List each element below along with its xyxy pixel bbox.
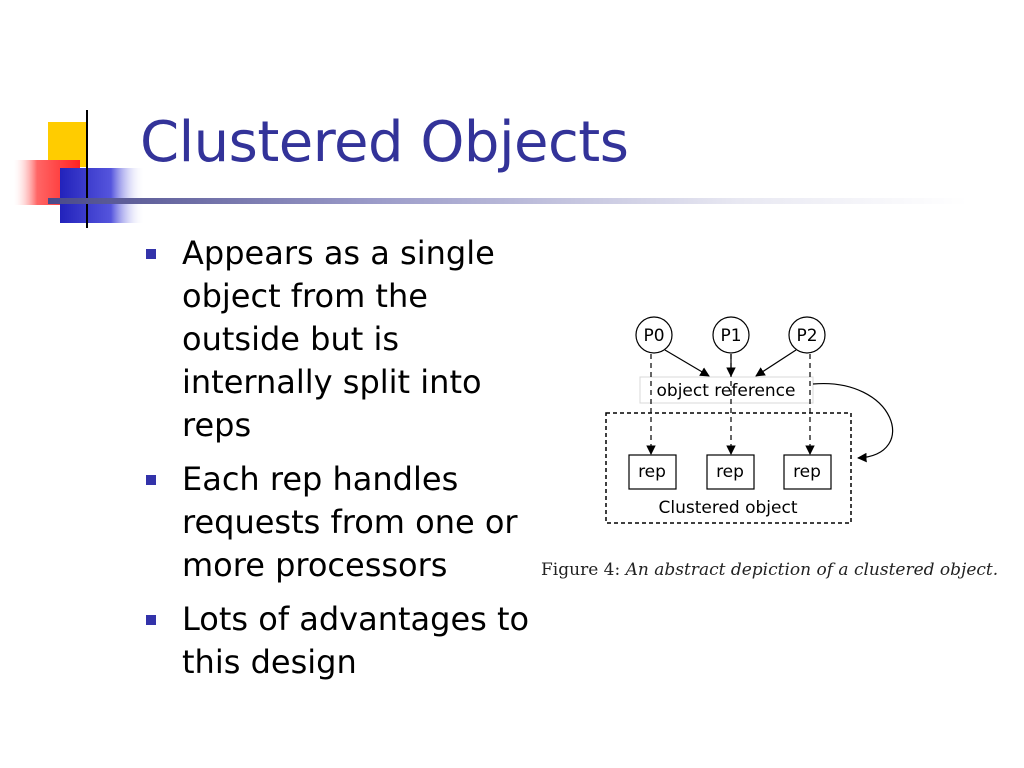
reference-curve-arrow [812,383,894,463]
rep-label: rep [793,462,821,482]
processor-node [788,316,826,354]
bullet-list: Appears as a single object from the outs… [140,232,535,695]
processor-arrow [664,349,710,377]
processor-node [635,316,673,354]
rep-label: rep [638,462,666,482]
slide-logo [14,110,150,228]
clustered-object-label: Clustered object [658,498,797,518]
bullet-text: Each rep handles requests from one or mo… [182,460,518,584]
clustered-object-box [605,412,852,524]
bullet-square-icon [146,615,156,625]
processor-label: P2 [796,326,817,346]
bullet-item: Appears as a single object from the outs… [140,232,535,447]
rep-label: rep [716,462,744,482]
logo-blue-square [60,168,145,223]
rep-box [783,454,832,490]
processor-label: P0 [643,326,664,346]
figure-caption-prefix: Figure 4: [541,560,621,580]
figure-caption: Figure 4: An abstract depiction of a clu… [541,560,998,580]
processor-arrow [755,349,797,377]
logo-yellow-square [48,122,86,167]
rep-box [628,454,677,490]
object-reference-label: object reference [657,381,796,401]
processor-node [712,316,750,354]
bullet-item: Lots of advantages to this design [140,598,535,684]
slide-title: Clustered Objects [140,110,629,175]
rep-box [706,454,755,490]
title-underline [48,198,968,204]
clustered-object-diagram: P0 P1 P2 object reference rep rep rep Cl… [605,316,894,524]
bullet-text: Lots of advantages to this design [182,600,530,681]
bullet-square-icon [146,475,156,485]
object-reference-box [639,376,814,404]
bullet-square-icon [146,249,156,259]
bullet-text: Appears as a single object from the outs… [182,234,495,444]
processor-label: P1 [720,326,741,346]
figure-caption-body: An abstract depiction of a clustered obj… [625,560,999,580]
bullet-item: Each rep handles requests from one or mo… [140,458,535,587]
